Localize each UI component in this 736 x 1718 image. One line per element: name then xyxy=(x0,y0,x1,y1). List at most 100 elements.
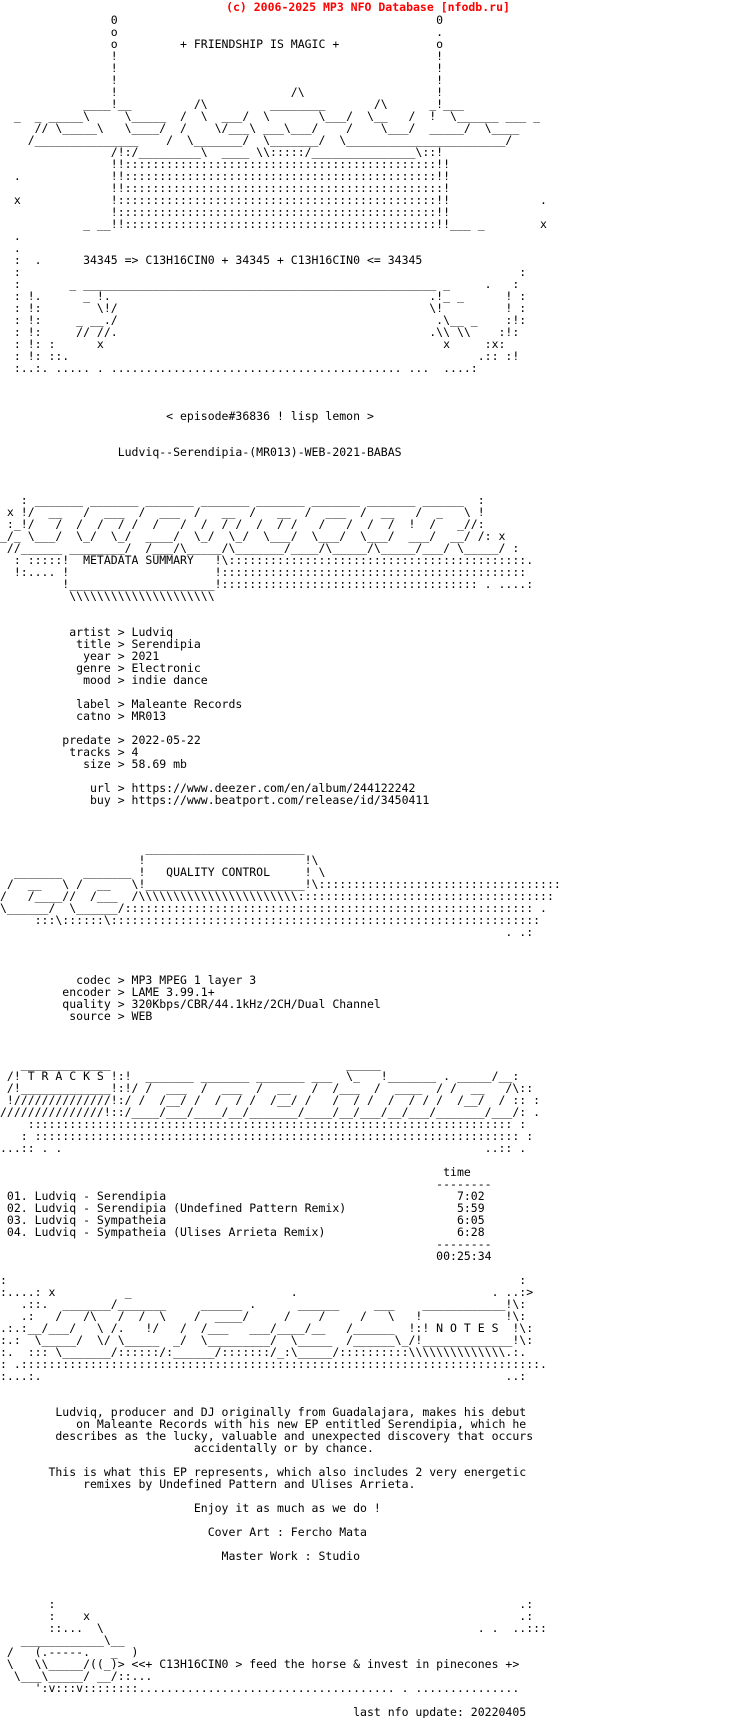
nfo-line: last nfo update: 20220405 xyxy=(0,1705,527,1718)
nfo-line: mood > indie dance xyxy=(0,673,208,687)
nfo-line: Cover Art : Fercho Mata xyxy=(0,1525,367,1539)
nfo-line: : _______ _______ _______ _______ ______… xyxy=(0,493,485,507)
nfo-line: 03. Ludviq - Sympatheia 6:05 xyxy=(0,1213,485,1227)
nfo-line: predate > 2022-05-22 xyxy=(0,733,201,747)
nfo-line: ':v:::v::::::::.........................… xyxy=(0,1681,520,1695)
nfo-line: /_______________ / \_______/ \_______/ \… xyxy=(0,133,513,147)
nfo-line: : !: : x x :x: xyxy=(0,337,513,351)
nfo-line: : !: _ __./ .\__ _ :!: xyxy=(0,313,527,327)
nfo-line: encoder > LAME 3.99.1+ xyxy=(0,985,215,999)
nfo-line: . !!::::::::::::::::::::::::::::::::::::… xyxy=(0,169,451,183)
nfo-line: : !. _ !. .!_ _ ! : xyxy=(0,289,527,303)
nfo-line: < episode#36836 ! lisp lemon > xyxy=(0,409,374,423)
nfo-line: title > Serendipia xyxy=(0,637,201,651)
nfo-line: ! ! xyxy=(0,61,444,75)
nfo-line: codec > MP3 MPEG 1 layer 3 xyxy=(0,973,257,987)
nfo-line: ! /\ ! xyxy=(0,85,444,99)
nfo-line: . xyxy=(0,229,21,243)
nfo-line: _ _ _____\ \_____ / \ ___/ \ \___/ \__ /… xyxy=(0,109,541,123)
nfo-line: x !:::::::::::::::::::::::::::::::::::::… xyxy=(0,193,547,207)
nfo-line: .::. _______/_______ ______ . ______ ___… xyxy=(0,1297,527,1311)
nfo-line: ____!__ /\ ________ /\ _!___ xyxy=(0,97,464,111)
nfo-line: _______ _______ ! QUALITY CONTROL ! \ xyxy=(0,865,326,879)
nfo-line: ::::::::::::::::::::::::::::::::::::::::… xyxy=(0,1117,527,1131)
nfo-line: accidentally or by chance. xyxy=(0,1441,374,1455)
nfo-line: : . 34345 => C13H16CIN0 + 34345 + C13H16… xyxy=(0,253,423,267)
nfo-line: :.: \_____/ \/ \_____ _/ \_________/ \__… xyxy=(0,1333,534,1347)
nfo-line: : .:::::::::::::::::::::::::::::::::::::… xyxy=(0,1357,547,1371)
nfo-line: / /____// /___ /\\\\\\\\\\\\\\\\\\\\\\\:… xyxy=(0,889,554,903)
nfo-line: o + FRIENDSHIP IS MAGIC + o xyxy=(0,37,444,51)
nfo-line: remixes by Undefined Pattern and Ulises … xyxy=(0,1477,416,1491)
nfo-line: quality > 320Kbps/CBR/44.1kHz/2CH/Dual C… xyxy=(0,997,381,1011)
nfo-line: ///////////////!::/____/___/____/__/____… xyxy=(0,1105,541,1119)
nfo-line: \___\_____/ __/::... xyxy=(0,1669,153,1683)
nfo-line: / __ \ / __ \!_______________________!\:… xyxy=(0,877,561,891)
nfo-line: year > 2021 xyxy=(0,649,160,663)
nfo-line: time xyxy=(0,1165,471,1179)
nfo-line: /! T R A C K S !:! _______ _______ _____… xyxy=(0,1069,520,1083)
nfo-line: !!::::::::::::::::::::::::::::::::::::::… xyxy=(0,157,451,171)
nfo-line: :..:. ..... . ..........................… xyxy=(0,361,478,375)
nfo-line: 0 0 xyxy=(0,14,444,27)
nfo-text-body: 0 0 o . o + FRIENDSHIP IS MAGIC + o ! xyxy=(0,14,736,1718)
nfo-line: -------- xyxy=(0,1237,492,1251)
nfo-line: : !: // //. .\\ \\ :!: xyxy=(0,325,520,339)
nfo-line: :. ::: \_______/::::::/:______/:::::::/_… xyxy=(0,1345,527,1359)
nfo-line: 00:25:34 xyxy=(0,1249,492,1263)
nfo-line: Ludviq, producer and DJ originally from … xyxy=(0,1405,527,1419)
site-header: (c) 2006-2025 MP3 NFO Database [nfodb.ru… xyxy=(226,0,510,14)
nfo-line: . xyxy=(0,241,21,255)
nfo-line: / (.-----. _ ) xyxy=(0,1645,139,1659)
nfo-line: -------- xyxy=(0,1177,492,1191)
nfo-line: url > https://www.deezer.com/en/album/24… xyxy=(0,781,416,795)
nfo-line: :....: x _ . . ..:> xyxy=(0,1285,534,1299)
nfo-line: buy > https://www.beatport.com/release/i… xyxy=(0,793,430,807)
nfo-line: _/_ \___/ \_/ \_/ ____/ \_/ \_/ \___/ \_… xyxy=(0,529,506,543)
nfo-line: Master Work : Studio xyxy=(0,1549,361,1563)
nfo-line: : .: xyxy=(0,1597,534,1611)
nfo-line: ! !\ xyxy=(0,853,319,867)
nfo-line: _ __!!::::::::::::::::::::::::::::::::::… xyxy=(0,217,547,231)
nfo-line: size > 58.69 mb xyxy=(0,757,187,771)
nfo-line: ::... \ . . ..::: xyxy=(0,1621,547,1635)
nfo-line: Enjoy it as much as we do ! xyxy=(0,1501,381,1515)
nfo-line: : x .: xyxy=(0,1609,534,1623)
nfo-line: This is what this EP represents, which a… xyxy=(0,1465,527,1479)
nfo-line: ____________\__ xyxy=(0,1633,125,1647)
nfo-line: : ::::::::::::::::::::::::::::::::::::::… xyxy=(0,1129,534,1143)
nfo-line: on Maleante Records with his new EP enti… xyxy=(0,1417,527,1431)
nfo-line: : !: \!/ \! ! : xyxy=(0,301,527,315)
nfo-line: label > Maleante Records xyxy=(0,697,243,711)
nfo-line: \\\\\\\\\\\\\\\\\\\\\ xyxy=(0,589,215,603)
nfo-line: o . xyxy=(0,25,444,39)
nfo-line: catno > MR013 xyxy=(0,709,167,723)
nfo-line: // \_____\ \____/ / \/___\ ___\___/ / \_… xyxy=(0,121,520,135)
nfo-line: 01. Ludviq - Serendipia 7:02 xyxy=(0,1189,485,1203)
nfo-line: : !: ::. .:: :! xyxy=(0,349,520,363)
nfo-line: !:::::::::::::::::::::::::::::::::::::::… xyxy=(0,205,451,219)
nfo-line: !//////////////!:/ / /__/ / / / / /__/ /… xyxy=(0,1093,541,1107)
nfo-line: !:.... ! !::::::::::::::::::::::::::::::… xyxy=(0,565,527,579)
nfo-line: : : xyxy=(0,265,527,279)
nfo-line: artist > Ludviq xyxy=(0,625,174,639)
nfo-line: genre > Electronic xyxy=(0,661,201,675)
nfo-line: ! ! xyxy=(0,73,444,87)
nfo-line: /!:/_________\ ____ \\:::::/____________… xyxy=(0,145,444,159)
nfo-line: !_____________________!:::::::::::::::::… xyxy=(0,577,534,591)
nfo-line: describes as the lucky, valuable and une… xyxy=(0,1429,534,1443)
nfo-line: :::\::::::\:::::::::::::::::::::::::::::… xyxy=(0,913,541,927)
nfo-line: : _ ____________________________________… xyxy=(0,277,520,291)
nfo-line: _____________ _____ xyxy=(0,1057,381,1071)
nfo-line: :_!/ / / / / / / / / / / / / / / / / / !… xyxy=(0,517,485,531)
nfo-line: x !/ __ / ___ / ___ / __ / __ / ___ / __… xyxy=(0,505,485,519)
nfo-line: 04. Ludviq - Sympatheia (Ulises Arrieta … xyxy=(0,1225,485,1239)
nfo-line: source > WEB xyxy=(0,1009,153,1023)
nfo-line: : :::::! METADATA SUMMARY !\::::::::::::… xyxy=(0,553,534,567)
nfo-line: : : xyxy=(0,1273,527,1287)
nfo-line: ...:: . . ..:: . xyxy=(0,1141,527,1155)
nfo-line: !!::::::::::::::::::::::::::::::::::::::… xyxy=(0,181,451,195)
nfo-line: Ludviq--Serendipia-(MR013)-WEB-2021-BABA… xyxy=(0,445,402,459)
nfo-line: :...:. ..: xyxy=(0,1369,527,1383)
nfo-line: .:.:__/___/ \ /. !/ / /___ ___/____/__ /… xyxy=(0,1321,534,1335)
